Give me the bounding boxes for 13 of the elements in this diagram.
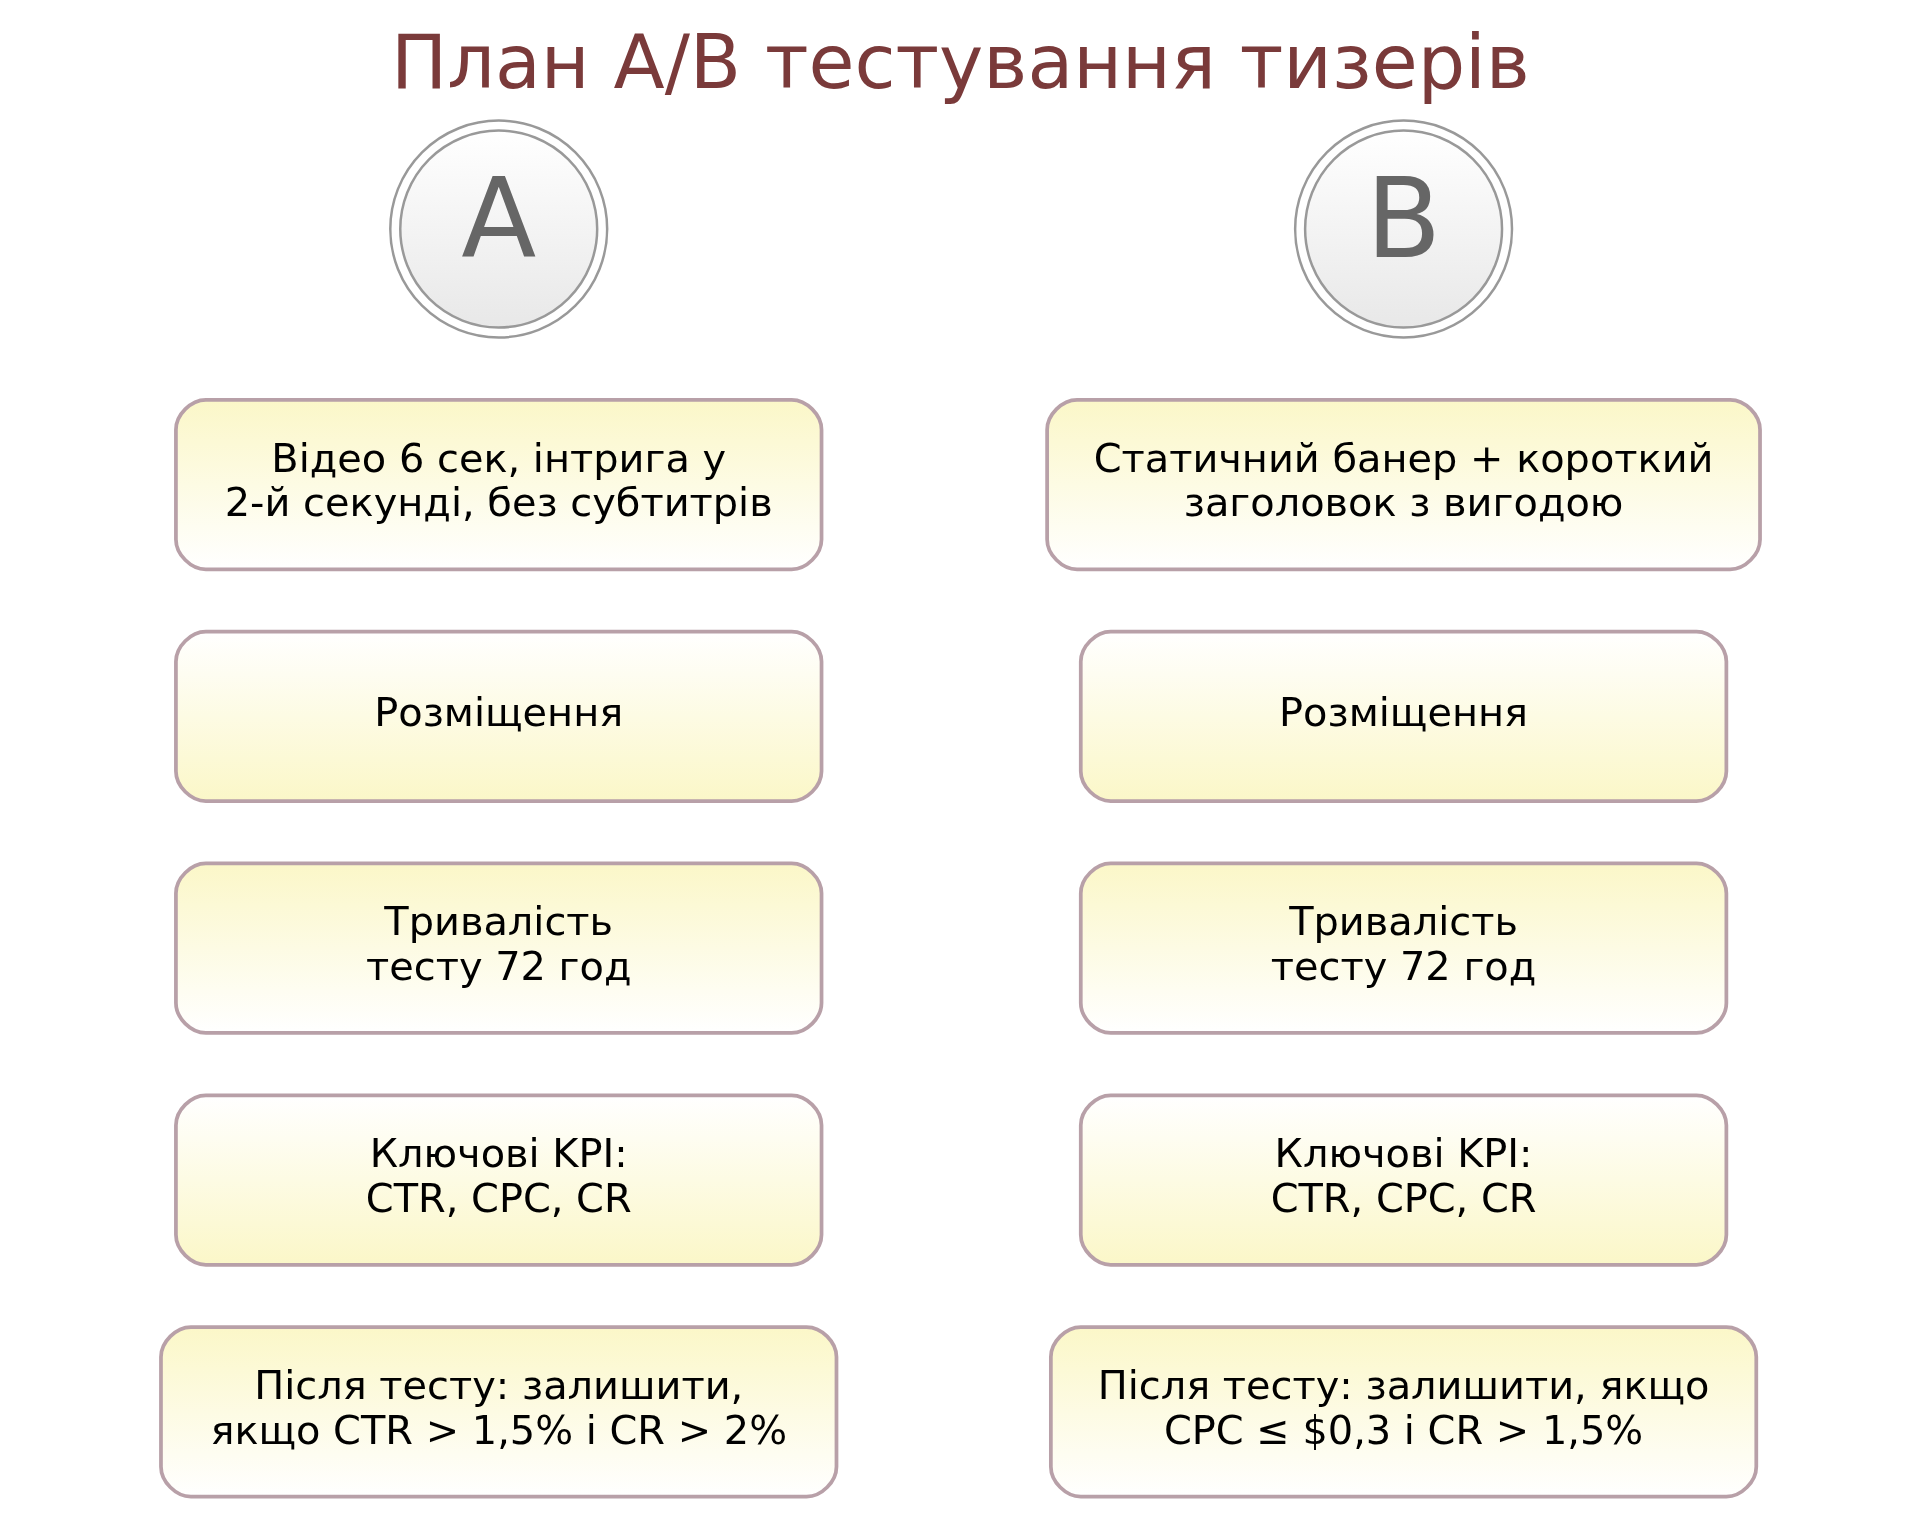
node-box: Розміщення bbox=[173, 629, 823, 803]
node-box: Ключові KPI: CTR, CPC, CR bbox=[173, 1093, 823, 1267]
node-box: Статичний банер + короткий заголовок з вигодою bbox=[1044, 397, 1762, 572]
diagram-title: План A/B тестування тизерів bbox=[390, 19, 1530, 107]
node-box: Розміщення bbox=[1078, 629, 1728, 803]
node-box: Відео 6 сек, інтрига у 2-й секунді, без субтитрів bbox=[173, 397, 823, 572]
node-circle: A bbox=[388, 119, 608, 339]
node-circle: B bbox=[1293, 119, 1513, 339]
node-box: Тривалість тесту 72 год bbox=[173, 861, 823, 1035]
node-box: Після тесту: залишити, якщо CTR > 1,5% і CR > 2% bbox=[158, 1325, 838, 1499]
node-box: Ключові KPI: CTR, CPC, CR bbox=[1078, 1093, 1728, 1267]
node-box: Тривалість тесту 72 год bbox=[1078, 861, 1728, 1035]
node-box: Після тесту: залишити, якщо CPC ≤ $0,3 і CR > 1,5% bbox=[1048, 1325, 1758, 1499]
